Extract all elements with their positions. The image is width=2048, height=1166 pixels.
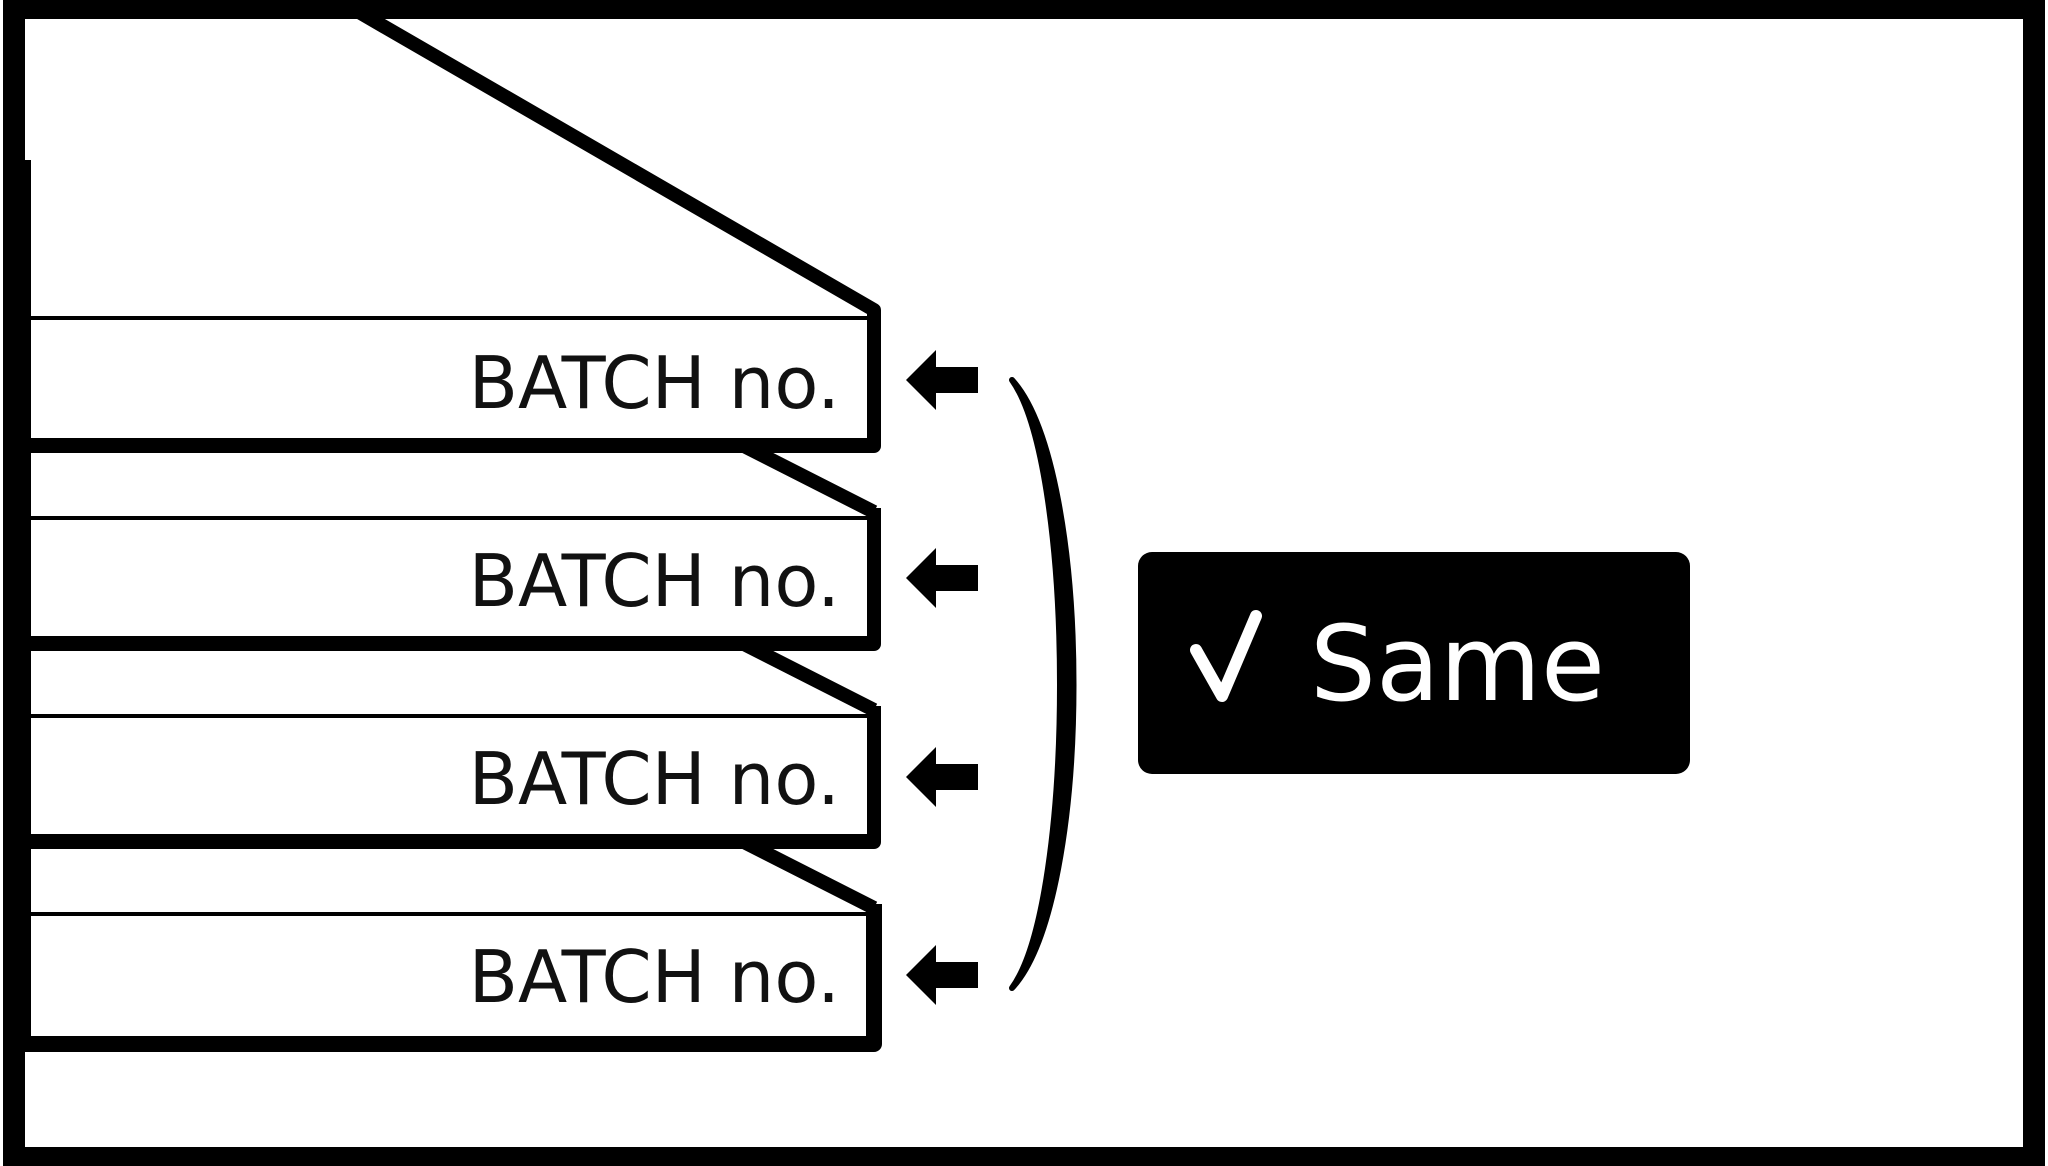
- batch-label-4: BATCH no.: [469, 935, 840, 1019]
- stack-layer-1: BATCH no.: [24, 316, 881, 453]
- same-label: Same: [1310, 603, 1605, 725]
- arrow-left-icon: [906, 350, 978, 410]
- batch-label-2: BATCH no.: [469, 539, 840, 623]
- batch-label-3: BATCH no.: [469, 737, 840, 821]
- batch-label-1: BATCH no.: [469, 341, 840, 425]
- same-badge: Same: [1138, 552, 1690, 774]
- stack-layer-4: BATCH no.: [24, 904, 882, 1052]
- stack-slant-3: [740, 835, 878, 915]
- stack-layer-3: BATCH no.: [24, 706, 881, 849]
- stack-slant-1: [740, 439, 878, 519]
- stack-layer-2: BATCH no.: [24, 508, 881, 651]
- arrow-left-icon: [906, 747, 978, 807]
- outer-frame: [3, 0, 2045, 1166]
- check-icon: [1190, 610, 1262, 702]
- arrow-left-icon: [906, 548, 978, 608]
- group-bracket: [1009, 377, 1077, 991]
- stack-slant-2: [740, 637, 878, 717]
- arrow-left-icon: [906, 945, 978, 1005]
